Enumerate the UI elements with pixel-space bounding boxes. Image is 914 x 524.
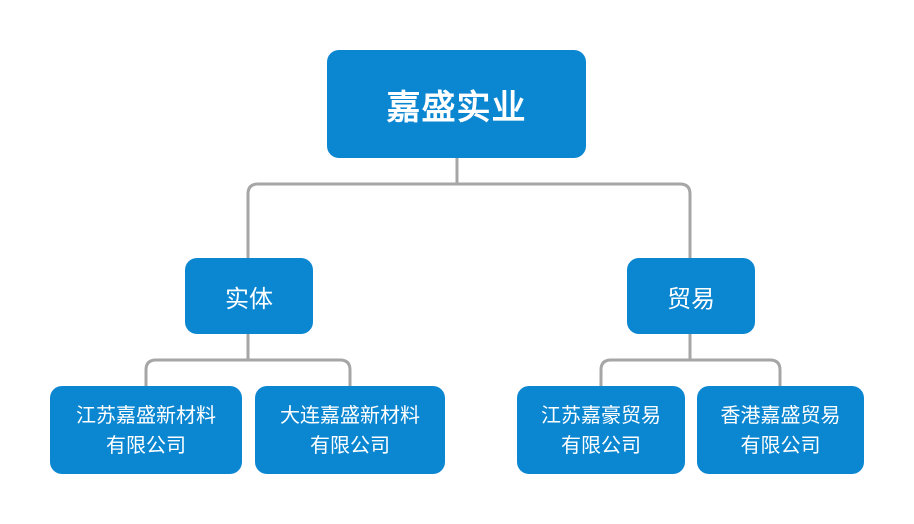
company-node: 大连嘉盛新材料 有限公司 bbox=[255, 386, 445, 474]
branch-label: 贸易 bbox=[667, 284, 715, 313]
root-node: 嘉盛实业 bbox=[327, 50, 586, 158]
company-name-line2: 有限公司 bbox=[561, 433, 641, 457]
company-node: 江苏嘉豪贸易 有限公司 bbox=[517, 386, 685, 474]
company-name-line2: 有限公司 bbox=[106, 433, 186, 457]
branch-node-entity: 实体 bbox=[185, 258, 313, 334]
company-node: 香港嘉盛贸易 有限公司 bbox=[697, 386, 864, 474]
branch-node-trade: 贸易 bbox=[627, 258, 755, 334]
connector-trade-to-companies bbox=[599, 332, 782, 388]
connector-root-to-branches bbox=[246, 156, 692, 260]
company-name-line1: 江苏嘉盛新材料 bbox=[76, 403, 216, 427]
company-name-line1: 江苏嘉豪贸易 bbox=[541, 403, 661, 427]
root-label: 嘉盛实业 bbox=[386, 87, 527, 128]
company-name-line2: 有限公司 bbox=[310, 433, 390, 457]
company-name-line1: 大连嘉盛新材料 bbox=[280, 403, 420, 427]
company-name-line2: 有限公司 bbox=[740, 433, 821, 457]
branch-label: 实体 bbox=[225, 284, 273, 313]
company-node: 江苏嘉盛新材料 有限公司 bbox=[50, 386, 242, 474]
company-name-line1: 香港嘉盛贸易 bbox=[720, 403, 841, 427]
connector-entity-to-companies bbox=[144, 332, 352, 388]
